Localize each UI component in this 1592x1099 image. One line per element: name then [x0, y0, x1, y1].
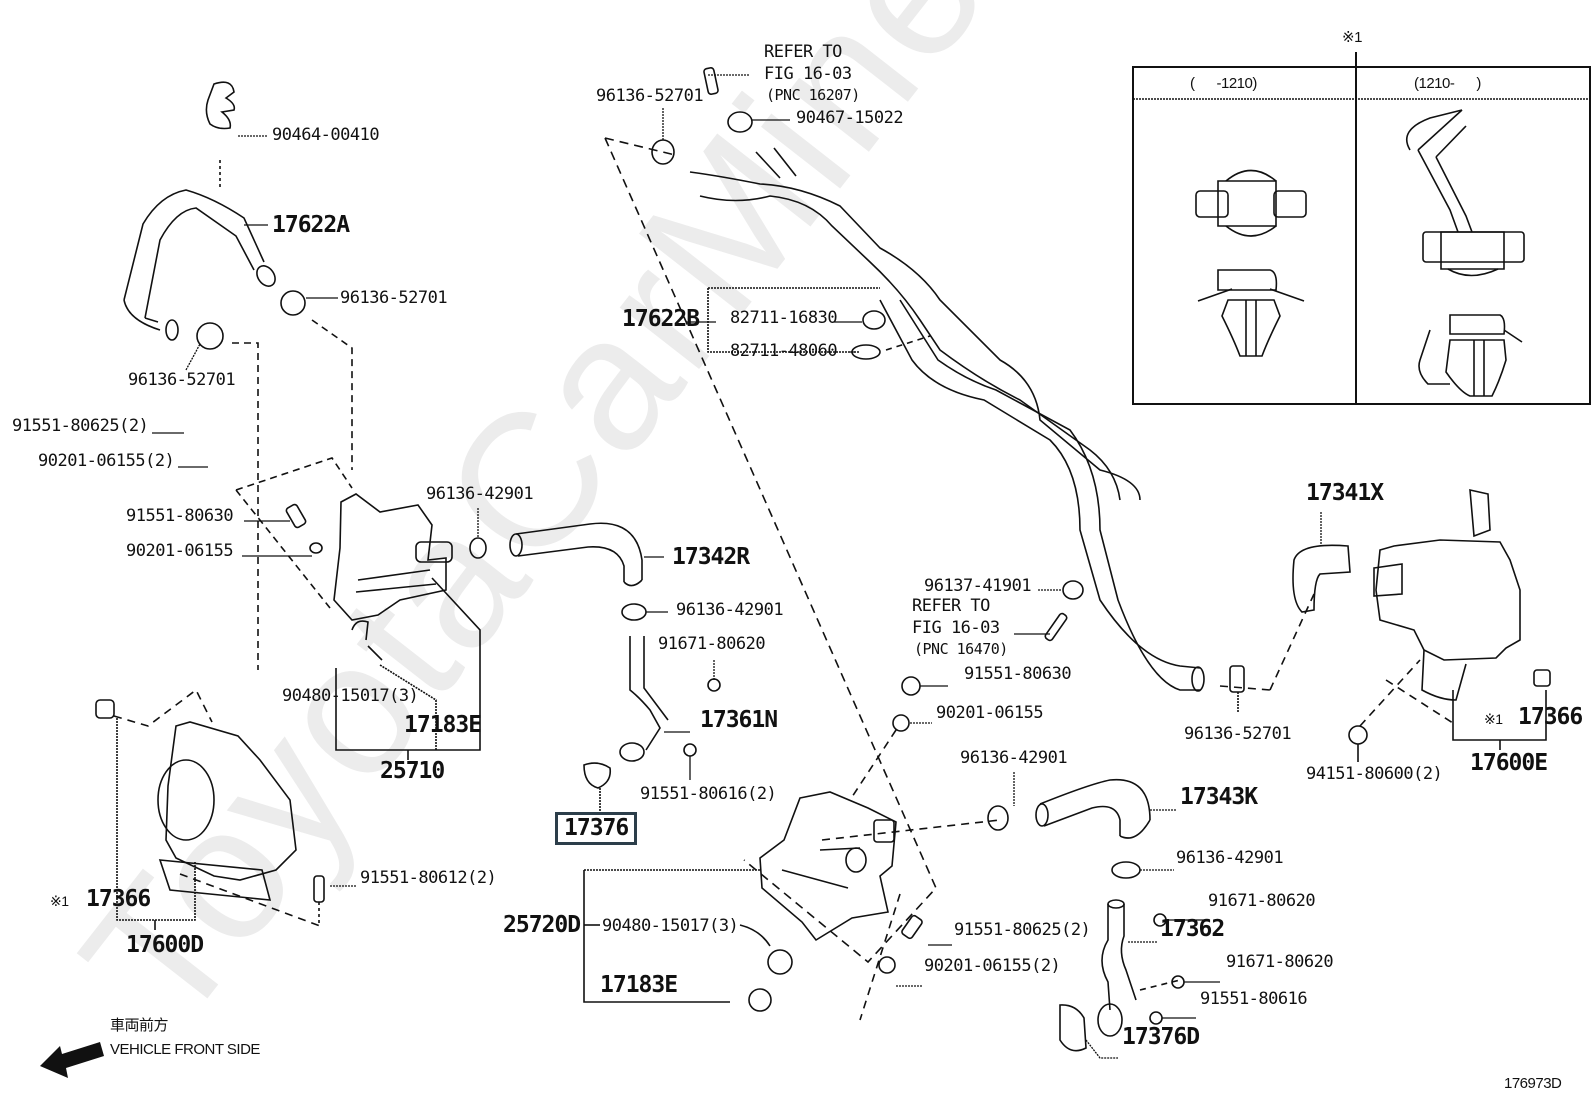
part-label[interactable]: 91551-80616(2) [640, 784, 777, 804]
part-label[interactable]: 90201-06155 [126, 541, 234, 561]
refer-note-line: REFER TO [912, 596, 990, 616]
clamp-icon [281, 291, 305, 315]
note-mark: ※1 [50, 893, 69, 909]
valve-25720D [584, 677, 1008, 1020]
part-label[interactable]: 17341X [1306, 480, 1384, 506]
refer-note-line[interactable]: FIG 16-03 [764, 64, 852, 84]
part-label[interactable]: 91551-80616 [1200, 989, 1308, 1009]
gasket-17376D-icon [1060, 1005, 1086, 1051]
part-label[interactable]: 17366 [1518, 704, 1583, 730]
clip-icon [1230, 666, 1244, 692]
part-label[interactable]: 25710 [380, 758, 445, 784]
clamp-icon [197, 323, 223, 349]
clip-icon [1534, 670, 1550, 686]
part-label[interactable]: 91551-80625(2) [12, 416, 149, 436]
refer-note-line: REFER TO [764, 42, 842, 62]
figure-id: 176973D [1504, 1075, 1562, 1092]
inset-header-right: (1210- ) [1414, 75, 1481, 92]
clip-new-icon [1407, 110, 1524, 396]
part-label[interactable]: 17362 [1160, 916, 1225, 942]
clamp-icon [622, 604, 646, 620]
part-label[interactable]: 96136-42901 [960, 748, 1068, 768]
part-label[interactable]: 25720D [503, 912, 581, 938]
part-label[interactable]: 17622A [272, 212, 350, 238]
part-label[interactable]: 82711-48060 [730, 341, 838, 361]
part-label[interactable]: 91551-80625(2) [954, 920, 1091, 940]
clip-icon [96, 700, 114, 718]
part-label[interactable]: 96136-42901 [1176, 848, 1284, 868]
clip-old-icon [1196, 171, 1306, 357]
part-label[interactable]: 90201-06155 [936, 703, 1044, 723]
part-label[interactable]: 17342R [672, 544, 750, 570]
part-label[interactable]: 91551-80630 [126, 506, 234, 526]
part-label[interactable]: 90480-15017(3) [602, 916, 739, 936]
part-label[interactable]: 91551-80612(2) [360, 868, 497, 888]
refer-note-line: (PNC 16470) [914, 640, 1008, 658]
clamp-icon [988, 806, 1008, 830]
refer-note-line: (PNC 16207) [766, 86, 860, 104]
front-arrow-icon [40, 1042, 104, 1078]
pump-17600D [96, 690, 324, 930]
inset-header-left: ( -1210) [1190, 75, 1257, 92]
part-label[interactable]: 96137-41901 [924, 576, 1032, 596]
part-label[interactable]: 17183E [600, 972, 678, 998]
part-label-highlighted[interactable]: 17376 [555, 812, 638, 845]
part-label[interactable]: 17622B [622, 306, 700, 332]
clamp-icon [652, 140, 674, 164]
valve-25710 [236, 458, 486, 760]
part-label[interactable]: 96136-52701 [596, 86, 704, 106]
clamp-icon [1112, 862, 1140, 878]
hose-17622A [124, 82, 352, 670]
part-label[interactable]: 96136-52701 [128, 370, 236, 390]
part-label[interactable]: 94151-80600(2) [1306, 764, 1443, 784]
part-label[interactable]: 90201-06155(2) [38, 451, 175, 471]
clamp-icon [852, 345, 880, 359]
part-label[interactable]: 91671-80620 [1226, 952, 1334, 972]
inset-note-mark: ※1 [1342, 29, 1362, 46]
pump-17600E [1220, 490, 1550, 762]
leader-lines [152, 75, 1321, 1058]
part-label[interactable]: 17183E [404, 712, 482, 738]
part-label[interactable]: 17600D [126, 932, 204, 958]
clamp-icon [1063, 581, 1083, 599]
part-label[interactable]: 96136-52701 [340, 288, 448, 308]
direction-label-en: VEHICLE FRONT SIDE [110, 1041, 260, 1058]
hose-17622B [652, 67, 1204, 691]
part-label[interactable]: 17361N [700, 707, 778, 733]
part-label[interactable]: 17376D [1122, 1024, 1200, 1050]
part-label[interactable]: 96136-52701 [1184, 724, 1292, 744]
part-label[interactable]: 90467-15022 [796, 108, 904, 128]
part-label[interactable]: 91551-80630 [964, 664, 1072, 684]
part-label[interactable]: 82711-16830 [730, 308, 838, 328]
part-label[interactable]: 17366 [86, 886, 151, 912]
part-label[interactable]: 17343K [1180, 784, 1258, 810]
part-label[interactable]: 96136-42901 [426, 484, 534, 504]
part-label[interactable]: 91671-80620 [658, 634, 766, 654]
refer-note-line[interactable]: FIG 16-03 [912, 618, 1000, 638]
clamp-icon [863, 311, 885, 329]
hose-17342R [510, 523, 720, 812]
part-label[interactable]: 90201-06155(2) [924, 956, 1061, 976]
part-label[interactable]: 90480-15017(3) [282, 686, 419, 706]
part-label[interactable]: 90464-00410 [272, 125, 380, 145]
direction-label-jp: 車両前方 [110, 1017, 169, 1034]
part-label[interactable]: 91671-80620 [1208, 891, 1316, 911]
inset-box [1133, 52, 1590, 404]
gasket-17376-icon [584, 763, 610, 788]
part-label[interactable]: 17600E [1470, 750, 1548, 776]
part-label[interactable]: 96136-42901 [676, 600, 784, 620]
note-mark: ※1 [1484, 711, 1503, 727]
